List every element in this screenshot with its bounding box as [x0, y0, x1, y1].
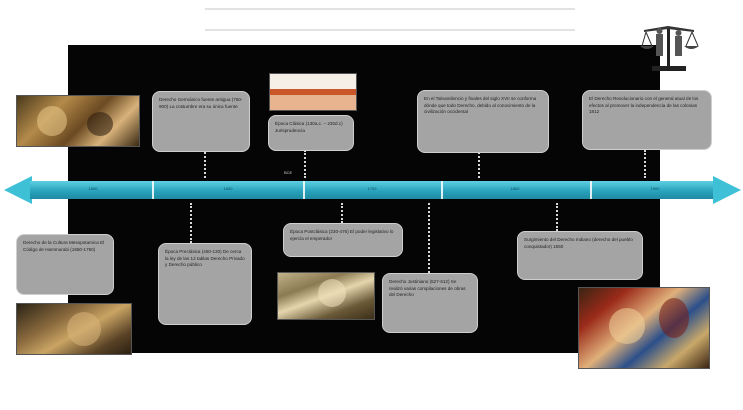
event-box-epoca-preclasica: Época Preclásica (450-130) De cerca la l… — [158, 243, 252, 325]
connector-line — [190, 203, 192, 243]
top-divider-line — [205, 8, 575, 10]
timeline-divider — [152, 181, 154, 199]
timeline-divider — [441, 181, 443, 199]
roman-sculpture-image — [269, 73, 357, 111]
timeline-right-arrow-icon — [713, 176, 741, 204]
timeline-left-arrow-icon — [4, 176, 32, 204]
connector-line — [478, 152, 480, 178]
timeline-strip — [30, 181, 713, 199]
timeline-segment-label: 1500 — [88, 186, 98, 191]
mesopotamian-relief-image — [16, 95, 140, 147]
event-box-cultura-mesopotamica: Derecho de la Cultura Mesopotamica El Có… — [16, 234, 114, 295]
event-box-derecho-revolucionario: El Derecho Revolucionario con el general… — [582, 90, 712, 150]
timeline-bar: 1500 1600 1700 1800 1900 — [0, 176, 743, 204]
connector-line — [204, 152, 206, 178]
event-box-derecho-indiano: Surgimiento del Derecho Indiano (derecho… — [517, 231, 643, 280]
connector-line — [341, 203, 343, 223]
justice-scales-icon — [640, 26, 699, 71]
connector-line — [428, 203, 430, 273]
event-box-justiniano: Derecho Justiniano (527-612) Se realizó … — [382, 273, 478, 333]
timeline-segment-label: 1700 — [367, 186, 377, 191]
timeline-stray-label: BCE — [284, 170, 293, 175]
event-box-siglo-xvii: En el Talnamilencio y finales del siglo … — [417, 90, 549, 153]
connector-line — [556, 203, 558, 231]
conquest-painting-image — [578, 287, 710, 369]
justinian-scene-image — [277, 272, 375, 320]
top-divider-line-2 — [205, 29, 575, 31]
timeline-divider — [590, 181, 592, 199]
event-box-postclasica: Época Postclásica (230-476) El poder leg… — [283, 223, 403, 257]
timeline-segment-label: 1800 — [510, 186, 520, 191]
timeline-divider — [303, 181, 305, 199]
hammurabi-stele-image — [16, 303, 132, 355]
event-box-epoca-clasica: Época Clásica (130a.c. – 230d.c) Jurispr… — [268, 115, 354, 151]
connector-line — [304, 150, 306, 178]
timeline-segment-label: 1600 — [223, 186, 233, 191]
event-box-derecho-germanico: Derecho Germánico fuente antigua (750-90… — [152, 91, 250, 152]
timeline-segment-label: 1900 — [650, 186, 660, 191]
connector-line — [644, 150, 646, 178]
